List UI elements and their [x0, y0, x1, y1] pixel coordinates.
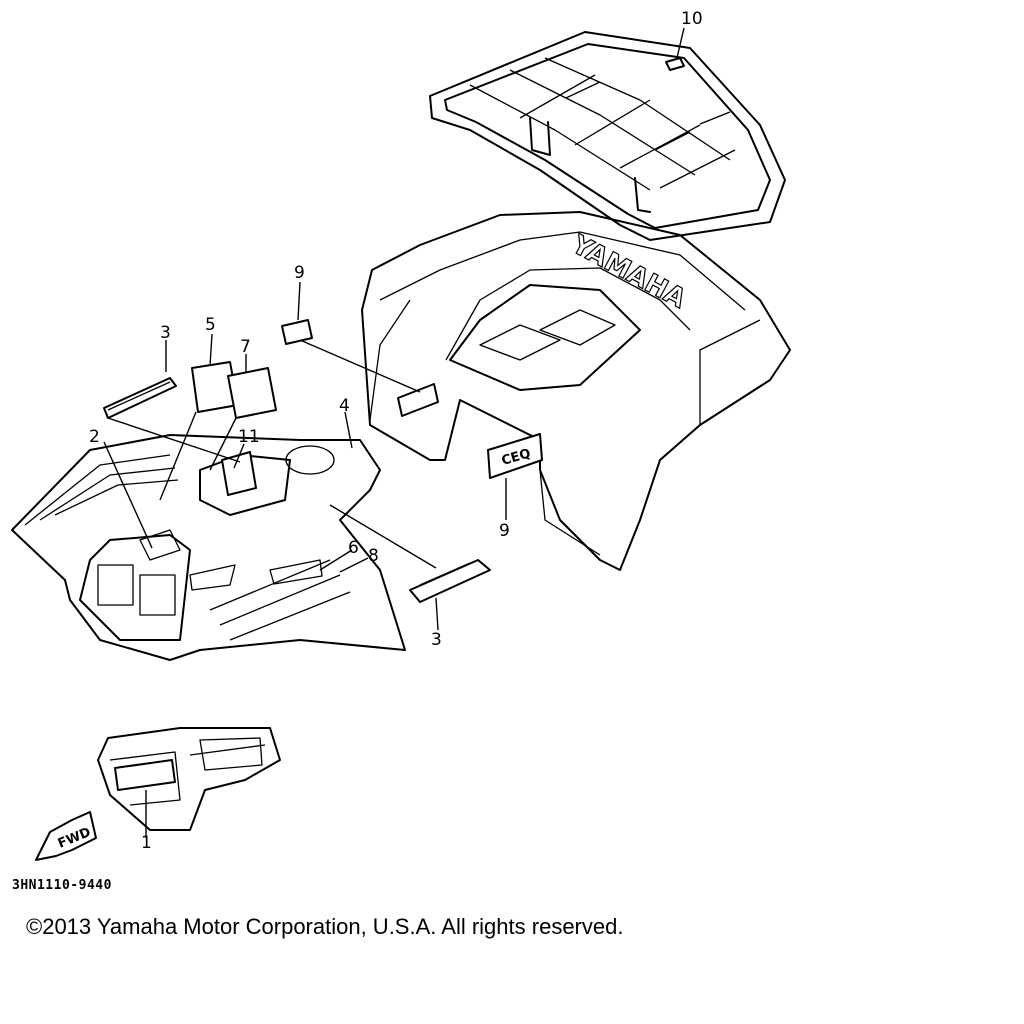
- leader-lines: [103, 27, 685, 838]
- decal-9-rear: CEQ: [397, 383, 543, 479]
- yamaha-emboss: YAMAHA: [566, 229, 691, 314]
- decal-7: [227, 367, 277, 419]
- callout-10: 10: [681, 9, 703, 29]
- callout-7: 7: [240, 337, 251, 357]
- decal-3-left: [103, 377, 177, 419]
- callout-3-left: 3: [160, 323, 171, 343]
- callout-4: 4: [339, 396, 350, 416]
- part-code: 3HN1110-9440: [12, 878, 112, 893]
- rack-clip-part-10: [665, 57, 685, 71]
- callout-9-rear: 9: [499, 521, 510, 541]
- callout-2: 2: [89, 427, 100, 447]
- callout-3-right: 3: [431, 630, 442, 650]
- copyright-notice: ©2013 Yamaha Motor Corporation, U.S.A. A…: [26, 914, 624, 939]
- side-panel-part-1: [97, 727, 281, 831]
- decal-3-right: [409, 559, 491, 603]
- callout-11: 11: [238, 427, 260, 447]
- front-fender: [11, 434, 406, 661]
- callout-5: 5: [205, 315, 216, 335]
- rear-carrier-rack: [429, 31, 786, 241]
- decal-9-top: [281, 319, 313, 345]
- callout-9-top: 9: [294, 263, 305, 283]
- callout-8: 8: [368, 546, 379, 566]
- callout-6: 6: [348, 538, 359, 558]
- callout-numbers: 1 2 3 3 4 5 6 7 8 9 9 10 11: [89, 9, 703, 853]
- decal-11: [221, 451, 257, 496]
- fwd-arrow-icon: FWD: [35, 811, 97, 861]
- callout-1: 1: [141, 833, 152, 853]
